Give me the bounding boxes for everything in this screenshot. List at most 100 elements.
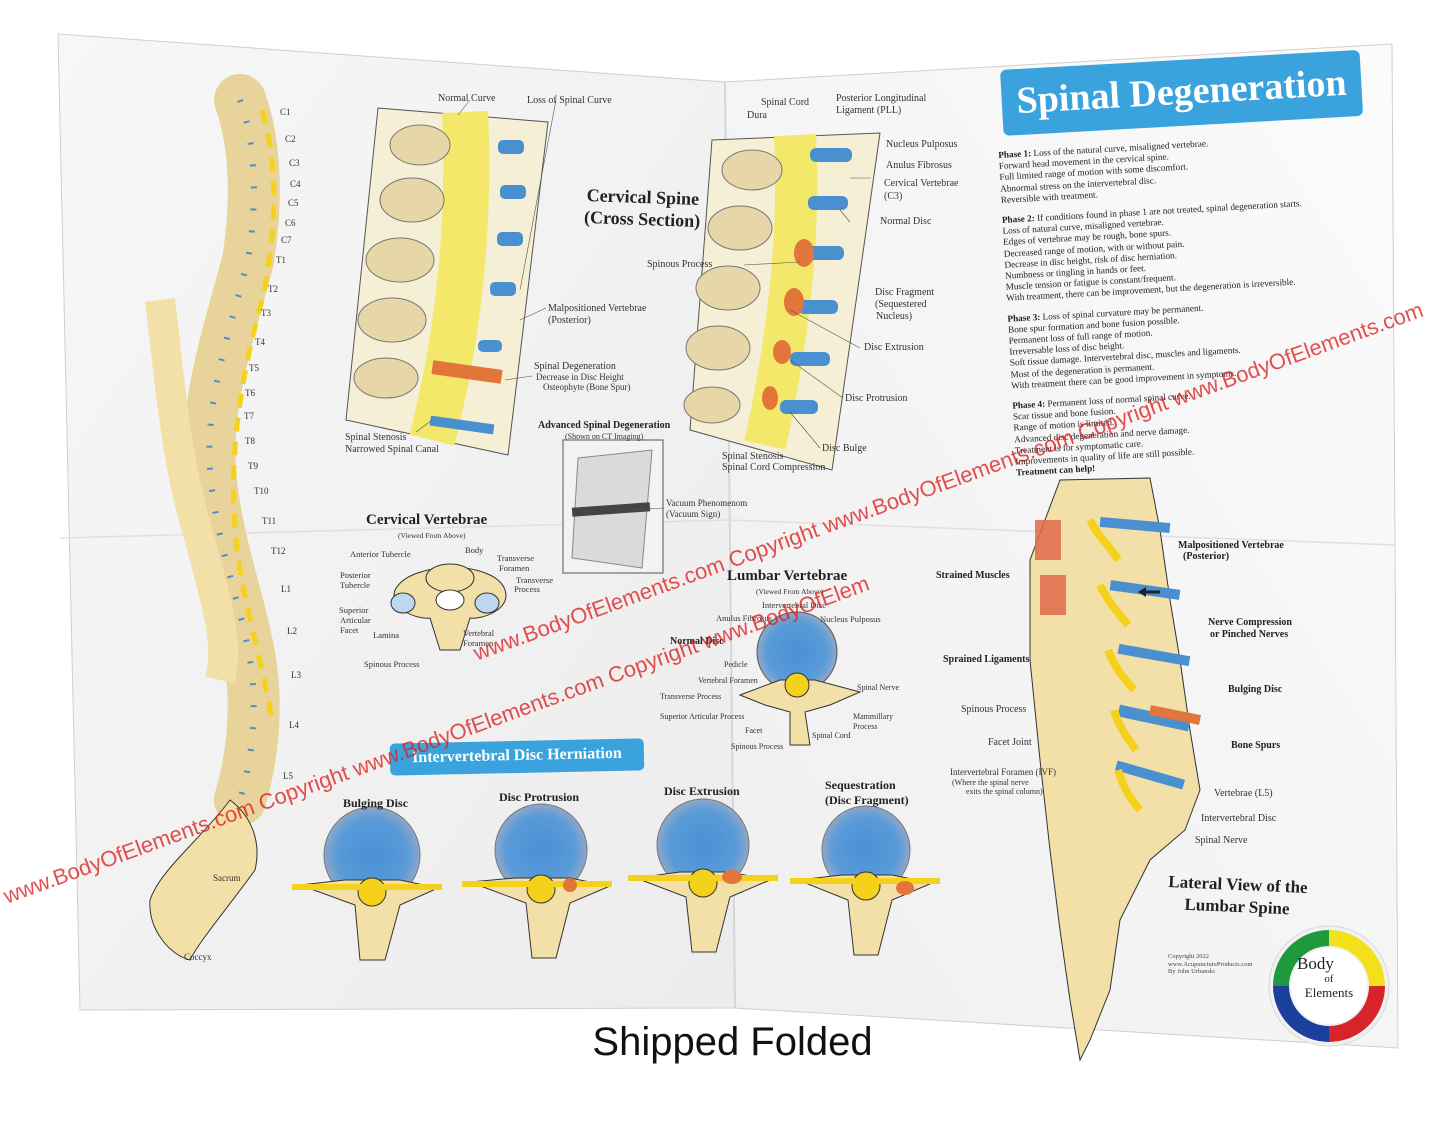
vertebra-label-sacrum: Sacrum bbox=[213, 873, 241, 883]
label-lateral-spinal-nerve: Spinal Nerve bbox=[1195, 835, 1248, 846]
label-fragment-3: Nucleus) bbox=[876, 311, 913, 322]
vertebra-label-l3: L3 bbox=[291, 670, 301, 680]
label-dura: Dura bbox=[747, 110, 767, 121]
vertebra-label-l1: L1 bbox=[281, 584, 291, 594]
logo-graphic bbox=[1268, 925, 1390, 1047]
vertebra-label-t4: T4 bbox=[255, 337, 265, 347]
label-mammillary-2: Process bbox=[853, 722, 878, 731]
vertebra-label-t1: T1 bbox=[276, 255, 286, 265]
vertebra-label-t7: T7 bbox=[244, 411, 254, 421]
label-disc-extrusion: Disc Extrusion bbox=[664, 784, 740, 798]
label-nucleus: Nucleus Pulposus bbox=[886, 139, 958, 150]
label-transverse-foramen-2: Foramen bbox=[499, 563, 530, 573]
cross-section-degeneration bbox=[683, 132, 881, 471]
cervical-vertebrae-heading: Cervical Vertebrae bbox=[366, 512, 488, 528]
vertebra-label-t5: T5 bbox=[249, 363, 259, 373]
label-vacuum-2: (Vacuum Sign) bbox=[666, 509, 721, 519]
vertebra-label-t8: T8 bbox=[245, 436, 255, 446]
label-stenosis-1: Spinal Stenosis bbox=[345, 432, 407, 443]
label-vertebral-foramen-1: Vertebral bbox=[463, 628, 495, 638]
label-disc-fragment: (Disc Fragment) bbox=[825, 793, 909, 807]
ct-image bbox=[562, 439, 664, 574]
vertebra-label-t9: T9 bbox=[248, 461, 258, 471]
herniation-extrusion bbox=[628, 798, 778, 953]
label-anterior-tubercle: Anterior Tubercle bbox=[350, 549, 411, 559]
vertebra-label-c6: C6 bbox=[285, 218, 296, 228]
label-stenosis-cord-1: Spinal Stenosis bbox=[722, 451, 784, 462]
label-facet-joint: Facet Joint bbox=[988, 737, 1032, 748]
vertebra-label-c5: C5 bbox=[288, 198, 299, 208]
label-lumbar-spinal-nerve: Spinal Nerve bbox=[857, 683, 899, 692]
label-disc-protrusion: Disc Protrusion bbox=[499, 790, 580, 804]
vertebra-label-t12: T12 bbox=[271, 546, 286, 556]
label-lumbar-nucleus: Nucleus Pulposus bbox=[820, 614, 881, 624]
cervical-spine-heading-line2: (Cross Section) bbox=[583, 206, 701, 232]
label-superior-articular-process: Superior Articular Process bbox=[660, 712, 745, 721]
label-intervertebral-disc-top: Intervertebral Disc bbox=[762, 600, 826, 610]
vertebra-label-c4: C4 bbox=[290, 179, 301, 189]
label-transverse-foramen-1: Transverse bbox=[497, 553, 534, 563]
vertebra-label-c1: C1 bbox=[280, 107, 291, 117]
vertebra-label-c7: C7 bbox=[281, 235, 292, 245]
lateral-heading: Lateral View of the Lumbar Spine bbox=[1149, 870, 1326, 922]
lumbar-vertebrae-heading: Lumbar Vertebrae bbox=[727, 568, 848, 584]
ct-subheading: (Shown on CT Imaging) bbox=[565, 432, 644, 441]
lateral-lumbar-illustration bbox=[1029, 477, 1201, 1062]
label-strained-muscles: Strained Muscles bbox=[936, 570, 1010, 581]
copyright-notice: Copyright 2022 www.AcupunctureProducts.c… bbox=[1168, 953, 1252, 976]
label-extrusion: Disc Extrusion bbox=[864, 342, 924, 353]
label-posterior-tubercle-1: Posterior bbox=[340, 570, 371, 580]
caption: Shipped Folded bbox=[592, 1020, 873, 1064]
page-title: Spinal Degeneration bbox=[1015, 61, 1348, 123]
vertebra-label-t10: T10 bbox=[254, 486, 269, 496]
label-fragment-1: Disc Fragment bbox=[875, 287, 935, 298]
lumbar-vertebra-illustration bbox=[738, 611, 862, 746]
label-superior-facet-2: Articular bbox=[340, 615, 371, 625]
herniation-protrusion bbox=[462, 803, 612, 959]
cervical-vertebra-illustration bbox=[390, 563, 507, 651]
label-bulge: Disc Bulge bbox=[822, 443, 867, 454]
cervical-spine-heading: Cervical Spine (Cross Section) bbox=[574, 184, 710, 233]
label-posterior-tubercle-2: Tubercle bbox=[340, 580, 370, 590]
label-protrusion: Disc Protrusion bbox=[845, 393, 908, 404]
label-normal-disc: Normal Disc bbox=[880, 216, 932, 227]
label-lumbar-anulus: Anulus Fibrosus bbox=[716, 613, 772, 623]
vertebra-label-l4: L4 bbox=[289, 720, 299, 730]
label-loss-of-curve: Loss of Spinal Curve bbox=[527, 95, 612, 106]
label-sequestration: Sequestration bbox=[825, 778, 896, 792]
phase-2-head: Phase 2: bbox=[1001, 213, 1036, 225]
label-transverse-process: Transverse Process bbox=[660, 692, 722, 701]
label-pll-2: Ligament (PLL) bbox=[836, 105, 902, 116]
label-superior-facet-1: Superior bbox=[339, 605, 369, 615]
label-degeneration-2: Decrease in Disc Height bbox=[536, 372, 624, 382]
label-degeneration-3: Osteophyte (Bone Spur) bbox=[543, 382, 631, 392]
phase-1-head: Phase 1: bbox=[998, 148, 1032, 160]
label-ivf-1: Intervertebral Foramen (IVF) bbox=[950, 767, 1056, 777]
label-pedicle: Pedicle bbox=[724, 660, 748, 669]
label-lateral-bulging-disc: Bulging Disc bbox=[1228, 684, 1283, 695]
label-lamina: Lamina bbox=[373, 630, 399, 640]
label-lumbar-normal-disc: Normal Disc bbox=[670, 636, 724, 647]
vertebra-label-c3: C3 bbox=[289, 158, 300, 168]
label-stenosis-cord-2: Spinal Cord Compression bbox=[722, 462, 826, 473]
logo-text-elements: Elements bbox=[1304, 985, 1354, 1000]
copyright-line: www.AcupunctureProducts.com bbox=[1168, 960, 1253, 968]
label-ivf-3: exits the spinal column) bbox=[966, 787, 1043, 796]
label-malpositioned-1: Malpositioned Vertebrae bbox=[548, 303, 647, 314]
vertebra-label-l5: L5 bbox=[283, 771, 293, 781]
label-pll-1: Posterior Longitudinal bbox=[836, 93, 927, 104]
vertebra-label-c2: C2 bbox=[285, 134, 296, 144]
label-mammillary-1: Mammillary bbox=[853, 712, 893, 721]
label-lateral-malpositioned-1: Malpositioned Vertebrae bbox=[1178, 540, 1284, 551]
label-transverse-process-1: Transverse bbox=[516, 575, 553, 585]
vertebra-label-t6: T6 bbox=[245, 388, 255, 398]
phase-2: Phase 2: If conditions found in phase 1 … bbox=[1002, 195, 1356, 304]
cross-section-normal bbox=[345, 107, 549, 456]
label-cervical-2: (C3) bbox=[884, 191, 903, 202]
herniation-bulging bbox=[292, 806, 442, 961]
label-spinous-process: Spinous Process bbox=[647, 259, 713, 270]
lumbar-vertebrae-subheading: (Viewed From Above) bbox=[756, 587, 824, 596]
label-lumbar-facet: Facet bbox=[745, 726, 763, 735]
